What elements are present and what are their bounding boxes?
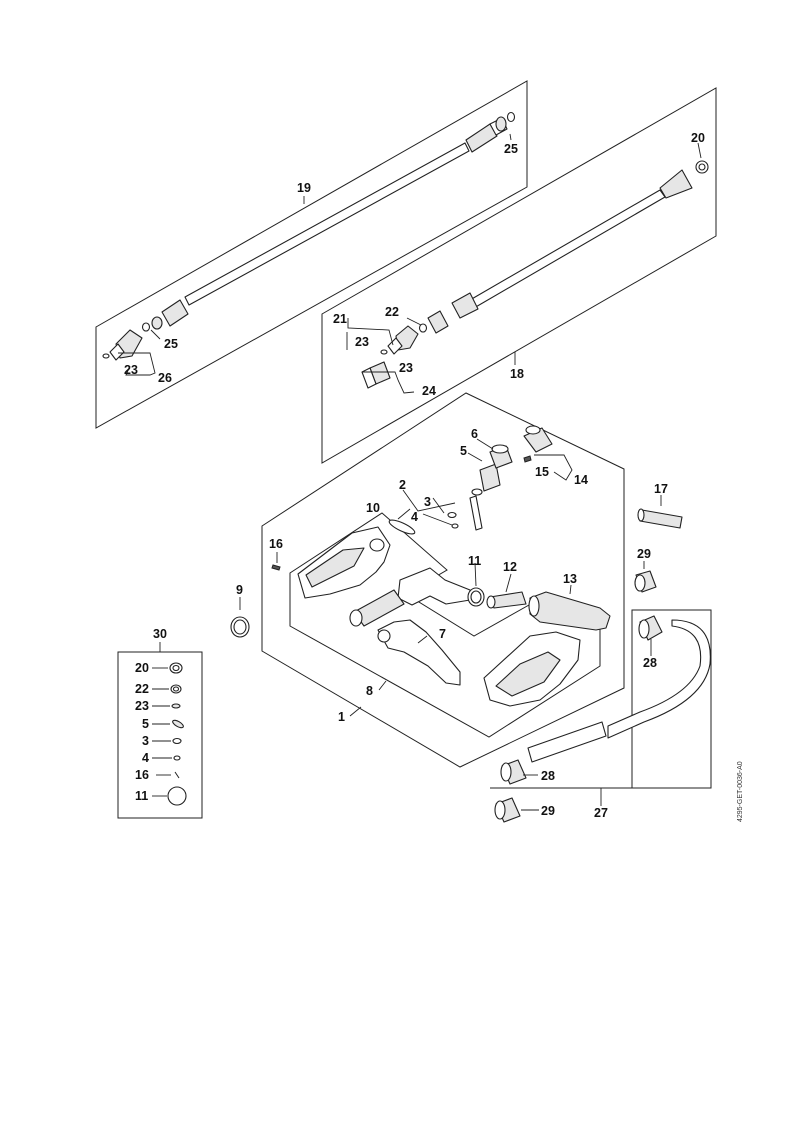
kit-30-frame bbox=[117, 651, 203, 819]
kit-item-label-2: 23 bbox=[135, 699, 149, 713]
handle-cover bbox=[483, 631, 581, 707]
gun-housing bbox=[297, 526, 391, 599]
callout-22: 22 bbox=[385, 305, 399, 319]
spray-tube-18 bbox=[451, 169, 693, 319]
lance-19-group: 19 25 25 23 26 bbox=[95, 80, 528, 429]
callout-7: 7 bbox=[439, 627, 446, 641]
callout-2: 2 bbox=[399, 478, 406, 492]
spring-5 bbox=[479, 463, 501, 492]
lance-18-group: 20 22 21 23 23 24 18 bbox=[321, 87, 717, 464]
callout-23-lance18-right: 23 bbox=[399, 361, 413, 375]
callout-15: 15 bbox=[535, 465, 549, 479]
valve-pin-2 bbox=[469, 488, 483, 531]
lance-18-frame bbox=[321, 87, 717, 464]
orings-3-4 bbox=[447, 511, 459, 529]
callout-13: 13 bbox=[563, 572, 577, 586]
extension-13 bbox=[528, 591, 611, 631]
callout-11: 11 bbox=[468, 554, 481, 568]
coupling-28-lower bbox=[500, 759, 527, 785]
callout-30: 30 bbox=[153, 627, 167, 641]
nozzle-cap-25-upper bbox=[495, 111, 516, 132]
callout-25-lower: 25 bbox=[164, 337, 178, 351]
callout-20-lance18: 20 bbox=[691, 131, 705, 145]
callout-26: 26 bbox=[158, 371, 172, 385]
callout-1: 1 bbox=[338, 710, 345, 724]
seal-20-upper bbox=[695, 160, 709, 174]
callout-23-lance19: 23 bbox=[124, 363, 138, 377]
hose-27-group: 28 28 27 bbox=[490, 609, 712, 820]
valve-body bbox=[349, 567, 471, 627]
callout-4: 4 bbox=[411, 510, 418, 524]
kit-item-label-3: 5 bbox=[142, 717, 149, 731]
filter-17: 17 bbox=[637, 482, 683, 529]
callout-12: 12 bbox=[503, 560, 517, 574]
callout-29-lower: 29 bbox=[541, 804, 555, 818]
callout-3: 3 bbox=[424, 495, 431, 509]
nut-22 bbox=[418, 310, 449, 334]
callout-29-upper: 29 bbox=[637, 547, 651, 561]
screw-16 bbox=[271, 564, 281, 571]
callout-8: 8 bbox=[366, 684, 373, 698]
lance-19-frame bbox=[95, 80, 528, 429]
callout-24: 24 bbox=[422, 384, 436, 398]
kit-item-label-7: 11 bbox=[135, 789, 148, 803]
callout-17: 17 bbox=[654, 482, 668, 496]
oring-11 bbox=[467, 587, 485, 607]
callout-27: 27 bbox=[594, 806, 608, 820]
kit-30-group: 30 20 22 23 5 3 4 16 11 bbox=[117, 627, 203, 819]
nozzle-25-lower bbox=[141, 316, 163, 332]
callout-28-upper: 28 bbox=[643, 656, 657, 670]
callout-28-lower: 28 bbox=[541, 769, 555, 783]
callout-9: 9 bbox=[236, 583, 243, 597]
callout-14: 14 bbox=[574, 473, 588, 487]
nozzle-insert-12 bbox=[486, 591, 527, 609]
callout-10: 10 bbox=[366, 501, 380, 515]
coupling-28-upper bbox=[638, 615, 663, 641]
kit-item-label-1: 22 bbox=[135, 682, 149, 696]
callout-19: 19 bbox=[297, 181, 311, 195]
valve-14 bbox=[523, 425, 553, 463]
kit-30-items: 20 22 23 5 3 4 16 11 bbox=[135, 661, 187, 806]
hose-27-frame bbox=[490, 609, 712, 789]
callout-5: 5 bbox=[460, 444, 467, 458]
kit-item-label-6: 16 bbox=[135, 768, 149, 782]
callout-23-lance18-left: 23 bbox=[355, 335, 369, 349]
kit-item-label-0: 20 bbox=[135, 661, 149, 675]
callout-21: 21 bbox=[333, 312, 347, 326]
swivel-joint-26 bbox=[102, 329, 143, 361]
spray-gun-group: 2 3 4 5 6 10 15 14 16 11 12 13 7 8 1 9 bbox=[236, 392, 625, 768]
valve-cap-6 bbox=[489, 444, 513, 469]
nut-29-lower: 29 bbox=[494, 797, 555, 823]
seal-10 bbox=[388, 519, 416, 535]
kit-item-label-4: 3 bbox=[142, 734, 149, 748]
kit-item-label-5: 4 bbox=[142, 751, 149, 765]
callout-16: 16 bbox=[269, 537, 283, 551]
document-code: 4295-GET-0036-A0 bbox=[737, 761, 744, 822]
hose-27 bbox=[527, 619, 711, 763]
callout-18: 18 bbox=[510, 367, 524, 381]
trigger-7 bbox=[377, 619, 461, 686]
adapter-21 bbox=[380, 325, 419, 355]
connector-24 bbox=[361, 361, 391, 389]
callout-25-upper: 25 bbox=[504, 142, 518, 156]
spray-gun-frame-1 bbox=[261, 392, 625, 768]
nut-29-upper: 29 bbox=[634, 547, 657, 593]
seal-9 bbox=[230, 616, 250, 638]
callout-6: 6 bbox=[471, 427, 478, 441]
